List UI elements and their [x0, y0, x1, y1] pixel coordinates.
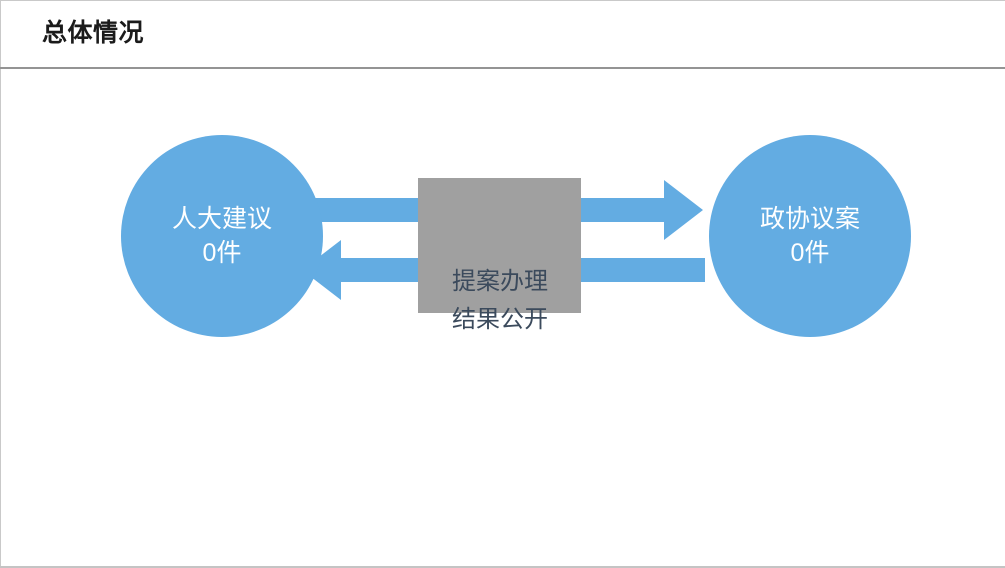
node-right-circle[interactable]	[709, 135, 911, 337]
node-center-box[interactable]	[418, 178, 581, 313]
header-divider	[0, 67, 1005, 69]
flow-diagram	[121, 135, 911, 337]
page-title: 总体情况	[42, 19, 145, 47]
diagram-stage: 人大建议 0件 提案办理 结果公开 政协议案 0件	[0, 69, 1005, 566]
frame-top-border	[0, 0, 1005, 1]
frame-bottom-border	[0, 566, 1005, 568]
frame-left-border	[0, 0, 1, 568]
node-left-circle[interactable]	[121, 135, 323, 337]
